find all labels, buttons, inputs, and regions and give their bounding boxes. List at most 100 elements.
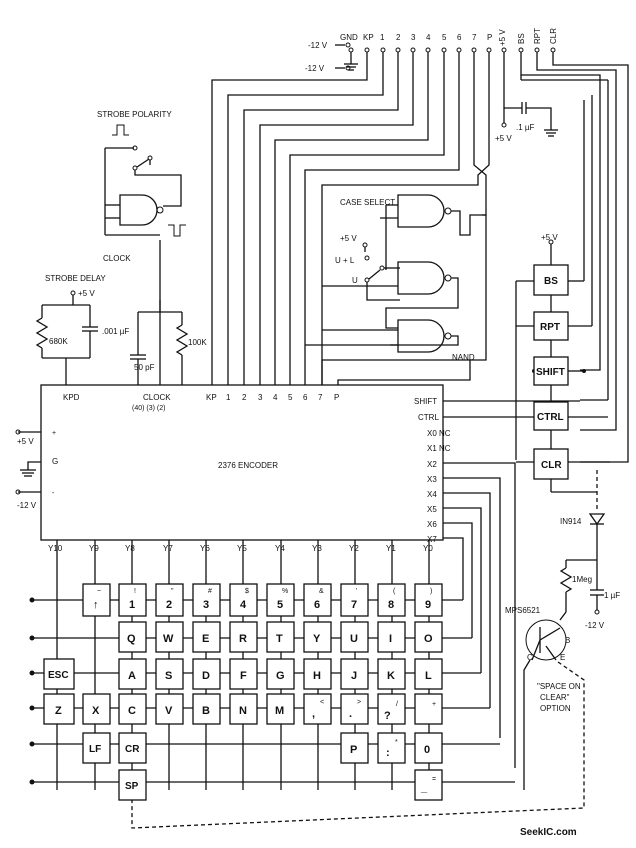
key-x[interactable]	[82, 693, 111, 725]
rpt-key[interactable]	[533, 311, 569, 341]
key-slash-label: ?	[384, 710, 391, 722]
key-underscore-label: _	[420, 782, 428, 794]
key-colon[interactable]	[377, 732, 406, 764]
key-q[interactable]	[118, 621, 147, 653]
key-plus[interactable]	[414, 693, 443, 725]
key-4[interactable]	[229, 583, 258, 617]
key-9-top: )	[430, 588, 432, 595]
key-d[interactable]	[192, 658, 221, 690]
key-period[interactable]	[340, 693, 369, 725]
key-3[interactable]	[192, 583, 221, 617]
key-t-label: T	[276, 633, 283, 645]
key-a[interactable]	[118, 658, 147, 690]
enc-y8: Y8	[125, 544, 135, 553]
key-cr[interactable]	[118, 732, 147, 764]
key-6[interactable]	[303, 583, 332, 617]
key-r[interactable]	[229, 621, 258, 653]
enc-right-x1: X1 NC	[427, 444, 451, 453]
key-1[interactable]	[118, 583, 147, 617]
neg12-label-a: -12 V	[308, 41, 328, 50]
key-comma-label: ,	[312, 708, 315, 720]
key-n-label: N	[239, 705, 247, 717]
key-4-top: $	[245, 588, 249, 595]
plus5-delay-label: +5 V	[78, 289, 95, 298]
key-lf-label: LF	[89, 744, 101, 755]
enc-top-5: 5	[288, 393, 293, 402]
key-b[interactable]	[192, 693, 221, 725]
ctrl-key[interactable]	[533, 401, 569, 431]
neg12-tr-label: -12 V	[585, 621, 605, 630]
key-m[interactable]	[266, 693, 295, 725]
key-g[interactable]	[266, 658, 295, 690]
bs-key-label: BS	[544, 276, 558, 287]
enc-y1: Y1	[386, 544, 396, 553]
key-7[interactable]	[340, 583, 369, 617]
key-m-label: M	[275, 705, 284, 717]
key-n[interactable]	[229, 693, 258, 725]
key-2[interactable]	[155, 583, 184, 617]
key-s[interactable]	[155, 658, 184, 690]
key-j[interactable]	[340, 658, 369, 690]
enc-y4: Y4	[275, 544, 285, 553]
enc-y6: Y6	[200, 544, 210, 553]
pin-kp: KP	[363, 33, 374, 42]
enc-y5: Y5	[237, 544, 247, 553]
key-i[interactable]	[377, 621, 406, 653]
key-u-label: U	[350, 633, 358, 645]
key-esc[interactable]	[43, 658, 75, 690]
key-0[interactable]	[414, 732, 443, 764]
enc-y7: Y7	[163, 544, 173, 553]
plus5-case-label: +5 V	[340, 234, 357, 243]
key-z[interactable]	[43, 693, 75, 725]
encoder-kpd: KPD	[63, 393, 80, 402]
bs-key[interactable]	[533, 264, 569, 296]
key-5-top: %	[282, 588, 288, 595]
key-underscore[interactable]	[414, 769, 443, 801]
key-p[interactable]	[340, 732, 369, 764]
enc-y10: Y10	[48, 544, 63, 553]
key-t[interactable]	[266, 621, 295, 653]
key-comma[interactable]	[303, 693, 332, 725]
key-z-label: Z	[55, 705, 62, 717]
key-2-label: 2	[166, 599, 172, 611]
c1uf-label: 1 µF	[604, 591, 620, 600]
enc-top-7: 7	[318, 393, 323, 402]
enc-left-plus5: +5 V	[17, 437, 34, 446]
key-6-label: 6	[314, 599, 320, 611]
key-f-label: F	[240, 670, 247, 682]
key-5[interactable]	[266, 583, 295, 617]
encoder-clock-pins: (40) (3) (2)	[132, 405, 165, 412]
key-c[interactable]	[118, 693, 147, 725]
key-h[interactable]	[303, 658, 332, 690]
pin-1: 1	[380, 33, 385, 42]
key-w[interactable]	[155, 621, 184, 653]
key-e-label: E	[202, 633, 209, 645]
key-u[interactable]	[340, 621, 369, 653]
key-plus-top: +	[432, 701, 436, 708]
enc-minus-mark: -	[52, 490, 55, 497]
shift-key[interactable]	[533, 356, 569, 386]
key-slash[interactable]	[377, 693, 406, 725]
key-f[interactable]	[229, 658, 258, 690]
enc-y2: Y2	[349, 544, 359, 553]
key-v[interactable]	[155, 693, 184, 725]
key-8[interactable]	[377, 583, 406, 617]
key-colon-top: *	[395, 739, 398, 746]
key-3-label: 3	[203, 599, 209, 611]
key-k[interactable]	[377, 658, 406, 690]
enc-left-g: G	[52, 457, 58, 466]
key-o[interactable]	[414, 621, 443, 653]
key-lf[interactable]	[82, 732, 111, 764]
cap-01uf-label: .1 µF	[516, 123, 535, 132]
key-sp[interactable]	[118, 769, 147, 801]
key-row-0: ↑ ~ 1 ! 2 " 3 # 4 $ 5 % 6 & 7 ' 8 ( 9 )	[82, 583, 443, 617]
key-l[interactable]	[414, 658, 443, 690]
key-comma-top: <	[320, 699, 324, 706]
key-1-top: !	[134, 588, 136, 595]
key-up-arrow[interactable]	[82, 583, 111, 617]
diode-label: IN914	[560, 517, 582, 526]
key-e[interactable]	[192, 621, 221, 653]
key-y[interactable]	[303, 621, 332, 653]
key-9[interactable]	[414, 583, 443, 617]
key-4-label: 4	[240, 599, 247, 611]
